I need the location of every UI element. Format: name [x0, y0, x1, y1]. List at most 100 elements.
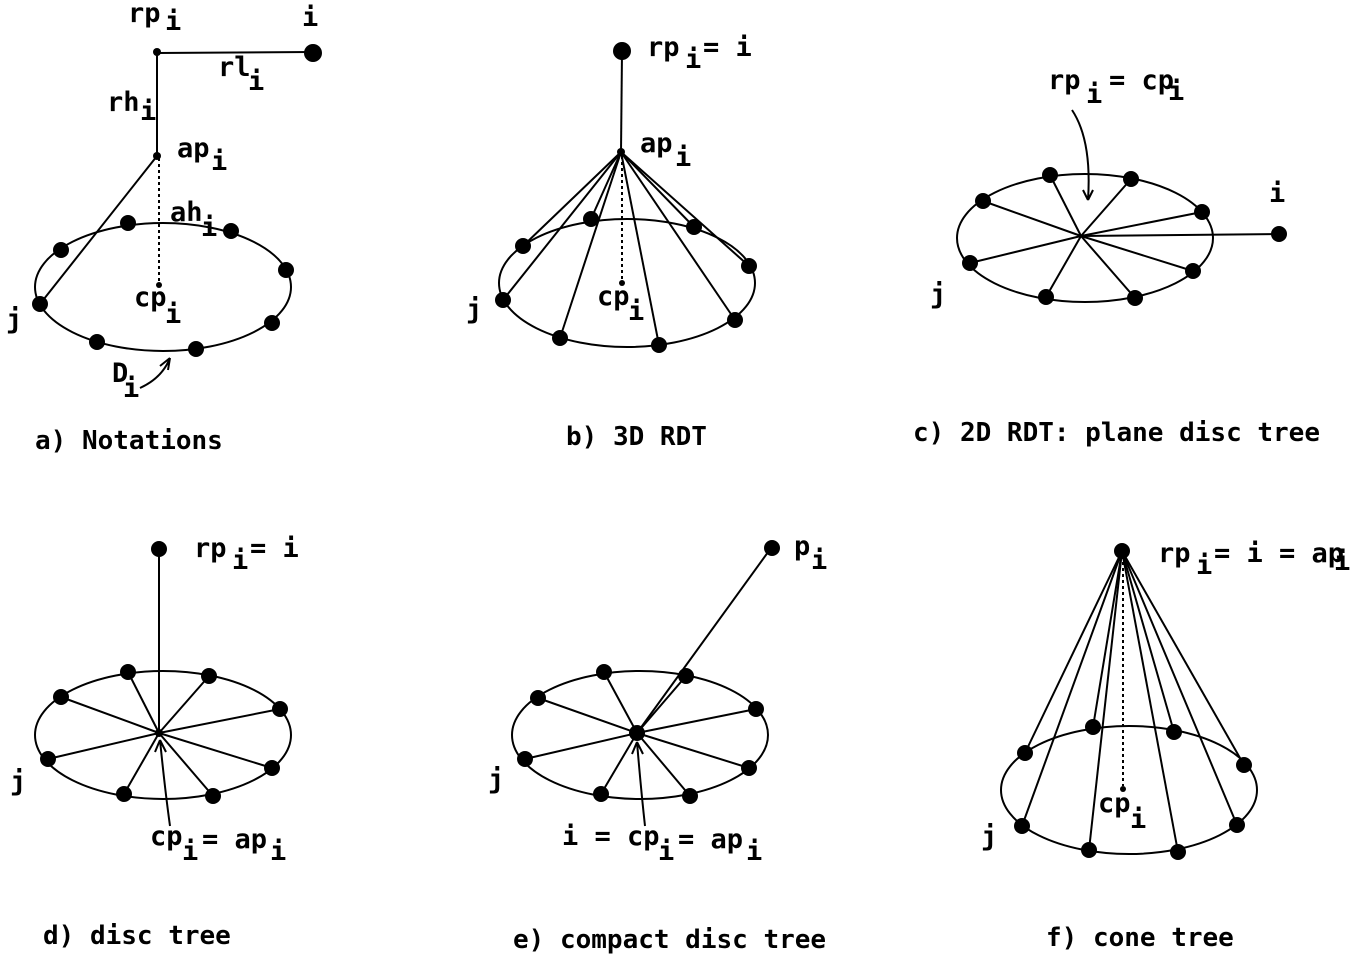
root-edge: [636, 547, 772, 734]
rp-node: [1114, 543, 1130, 559]
disc-node: [120, 215, 136, 231]
spoke-edge: [1049, 174, 1082, 237]
cp-subscript: i: [628, 296, 644, 327]
disc-node: [1127, 290, 1143, 306]
disc-node: [552, 330, 568, 346]
center-point: [155, 729, 163, 737]
cone-edge: [1021, 550, 1123, 827]
rp-subscript: i: [232, 545, 248, 576]
panel-f-cone-tree: rp i = i = ap i cp i j f) cone tree: [981, 538, 1350, 953]
disc-node: [975, 193, 991, 209]
rp-node: [151, 541, 167, 557]
disc-ellipse: [1000, 725, 1258, 855]
disc-node: [651, 337, 667, 353]
disc-ellipse: [956, 173, 1214, 303]
root-edge: [1080, 233, 1280, 237]
d-label: D: [112, 358, 128, 389]
spoke-edge: [620, 151, 750, 267]
caption-b: b) 3D RDT: [566, 422, 707, 452]
disc-node: [678, 668, 694, 684]
disc-node: [1081, 842, 1097, 858]
cp-label: cp: [150, 821, 183, 852]
rh-label: rh: [107, 87, 140, 118]
spoke-edge: [522, 151, 622, 247]
disc-node: [1236, 757, 1252, 773]
rp-equals-label: = i: [703, 32, 752, 63]
j-label: j: [6, 304, 22, 335]
spoke-edge: [636, 732, 750, 769]
disc-node: [1085, 719, 1101, 735]
j-node: [517, 751, 533, 767]
cone-edge: [1121, 550, 1175, 733]
p-label: p: [794, 531, 810, 562]
panel-d-disc-tree: rp i = i cp i = ap i j d) disc tree: [10, 533, 299, 951]
disc-node: [1229, 817, 1245, 833]
spoke-edge: [537, 697, 638, 734]
disc-ellipse: [498, 218, 756, 348]
spoke-edge: [1080, 211, 1203, 237]
root-edge: [620, 51, 623, 153]
spoke-edge: [636, 708, 757, 734]
disc-node: [201, 668, 217, 684]
rp-subscript: i: [165, 6, 181, 37]
disc-node: [223, 223, 239, 239]
spoke-edge: [969, 235, 1082, 264]
cp-subscript: i: [1130, 804, 1146, 835]
disc-node: [120, 664, 136, 680]
rp-pointer-arrow: [1071, 109, 1094, 201]
disc-node: [583, 211, 599, 227]
spoke-edge: [1080, 235, 1194, 272]
spoke-edge: [524, 732, 638, 760]
spoke-edge: [559, 151, 622, 339]
ap-point: [617, 148, 625, 156]
rp-subscript: i: [1196, 550, 1212, 581]
spoke-edge: [1045, 235, 1082, 298]
cone-edge: [1121, 550, 1245, 766]
cp-point: [619, 280, 625, 286]
cp-subscript: i: [165, 299, 181, 330]
caption-f: f) cone tree: [1046, 923, 1234, 953]
cp-equals-ap-label: = ap: [202, 824, 267, 855]
ap-subscript: i: [1334, 546, 1350, 577]
spoke-edge: [123, 732, 160, 795]
spoke-edge: [620, 151, 736, 321]
spoke-edge: [1080, 178, 1132, 237]
ah-label: ah: [170, 197, 203, 228]
disc-ellipse: [511, 670, 769, 800]
cp-label: cp: [597, 281, 630, 312]
spoke-edge: [158, 732, 273, 769]
disc-node: [748, 701, 764, 717]
j-node: [495, 292, 511, 308]
caption-a: a) Notations: [35, 426, 223, 456]
j-label: j: [488, 764, 504, 795]
disc-node: [205, 788, 221, 804]
ap-subscript: i: [675, 142, 691, 173]
i-equals-cp-label: i = cp: [562, 821, 660, 852]
disc-node: [1170, 844, 1186, 860]
spoke-edge: [47, 732, 160, 760]
disc-node: [515, 238, 531, 254]
disc-node: [1185, 263, 1201, 279]
disc-node: [1038, 289, 1054, 305]
rp-equals-label: = i: [250, 533, 299, 564]
ap-point: [153, 152, 161, 160]
disc-node: [89, 334, 105, 350]
spoke-edge: [620, 151, 660, 346]
i-node: [1271, 226, 1287, 242]
cp-label: cp: [134, 282, 167, 313]
rp-subscript: i: [685, 44, 701, 75]
cp-pointer-arrow: [631, 741, 646, 827]
disc-node: [272, 701, 288, 717]
disc-node: [278, 262, 294, 278]
panel-b-3d-rdt: rp i = i ap i cp i j b) 3D RDT: [466, 32, 757, 452]
cone-edge: [1121, 550, 1179, 853]
disc-node: [1123, 171, 1139, 187]
j-label: j: [930, 279, 946, 310]
rh-subscript: i: [140, 96, 156, 127]
spoke-edge: [636, 732, 691, 797]
cp-point: [1120, 786, 1126, 792]
spoke-edge: [60, 696, 160, 734]
rp-subscript: i: [1086, 79, 1102, 110]
rp-label: rp: [128, 0, 161, 29]
ah-subscript: i: [201, 212, 217, 243]
